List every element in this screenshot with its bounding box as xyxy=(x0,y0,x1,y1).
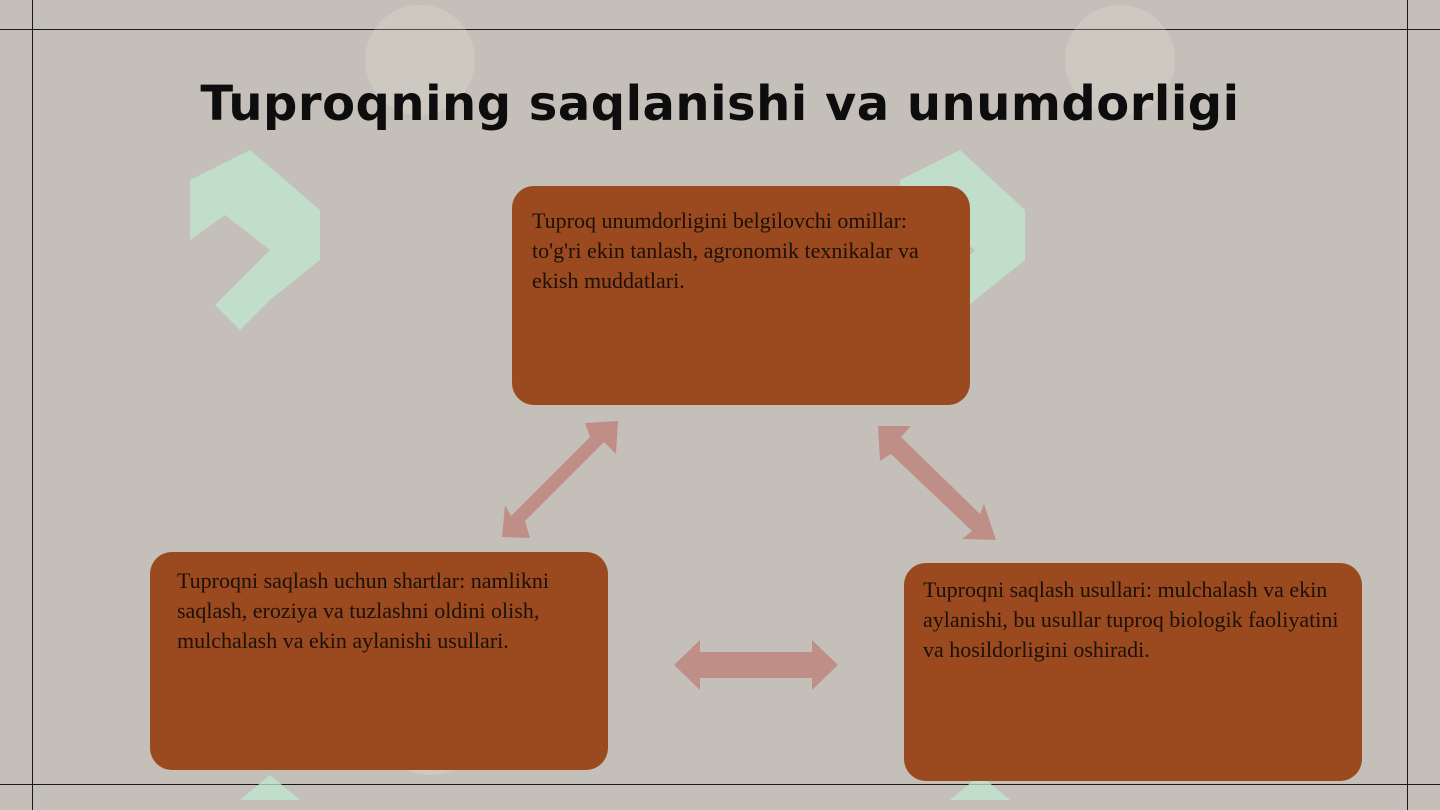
bottom-guide-line xyxy=(0,784,1440,785)
node-conservation-conditions-text: Tuproqni saqlash uchun shartlar: namlikn… xyxy=(177,568,549,653)
node-conservation-conditions: Tuproqni saqlash uchun shartlar: namlikn… xyxy=(150,552,608,770)
top-guide-line xyxy=(0,29,1440,30)
right-guide-line xyxy=(1407,0,1408,810)
arrow-bottom xyxy=(674,640,838,690)
arrow-top-left xyxy=(502,421,618,538)
arrow-top-right xyxy=(878,426,996,540)
node-fertility-factors: Tuproq unumdorligini belgilovchi omillar… xyxy=(512,186,970,405)
node-conservation-methods-text: Tuproqni saqlash usullari: mulchalash va… xyxy=(923,577,1339,662)
node-conservation-methods: Tuproqni saqlash usullari: mulchalash va… xyxy=(904,563,1362,781)
slide-title: Tuproqning saqlanishi va unumdorligi xyxy=(200,76,1240,132)
node-fertility-factors-text: Tuproq unumdorligini belgilovchi omillar… xyxy=(532,208,919,293)
left-guide-line xyxy=(32,0,33,810)
